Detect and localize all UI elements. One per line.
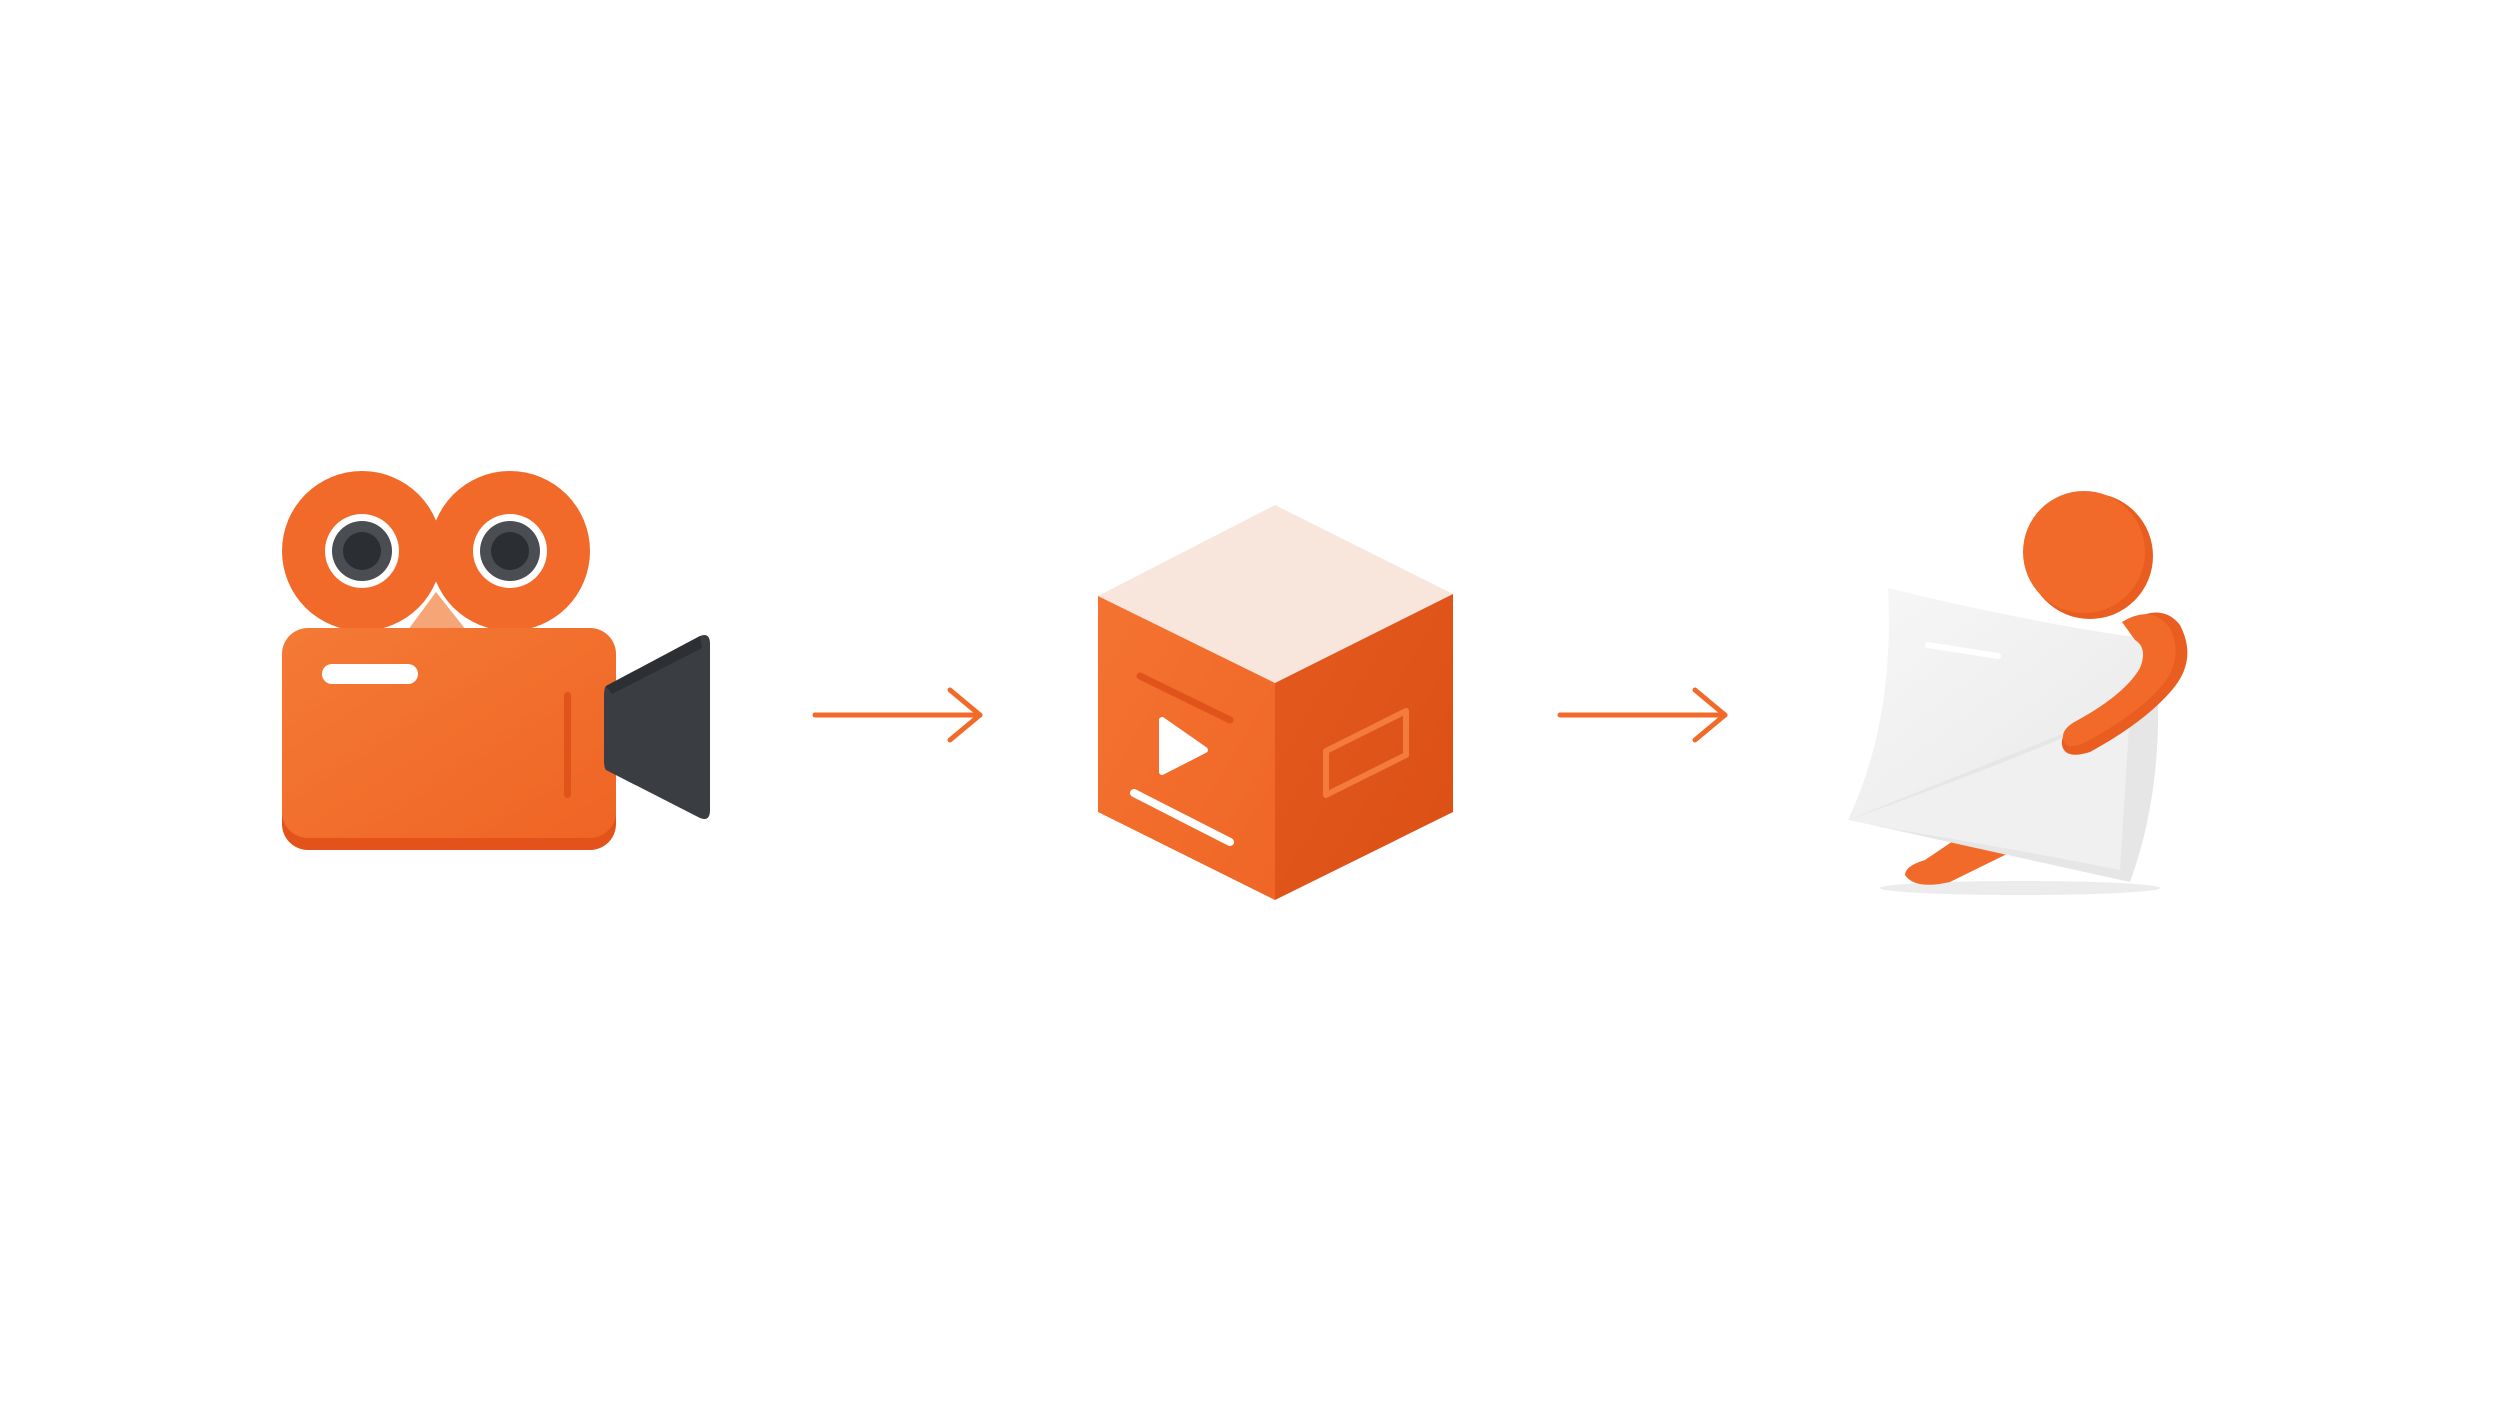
person-head bbox=[2023, 491, 2145, 613]
arrow-right-icon bbox=[1557, 687, 1728, 743]
cube-top-face bbox=[1098, 505, 1453, 683]
person-arm bbox=[2062, 614, 2176, 746]
document-sheet bbox=[1848, 588, 2155, 820]
play-icon bbox=[1159, 717, 1208, 775]
cube-right-face bbox=[1275, 594, 1453, 900]
video-camera-icon bbox=[282, 471, 710, 850]
arrow-right-icon bbox=[812, 687, 983, 743]
cube-panel-icon bbox=[1323, 708, 1409, 798]
video-package-cube-icon bbox=[1098, 505, 1453, 900]
camera-label-slot bbox=[322, 664, 418, 684]
person-carrying-document-icon bbox=[1848, 491, 2188, 895]
